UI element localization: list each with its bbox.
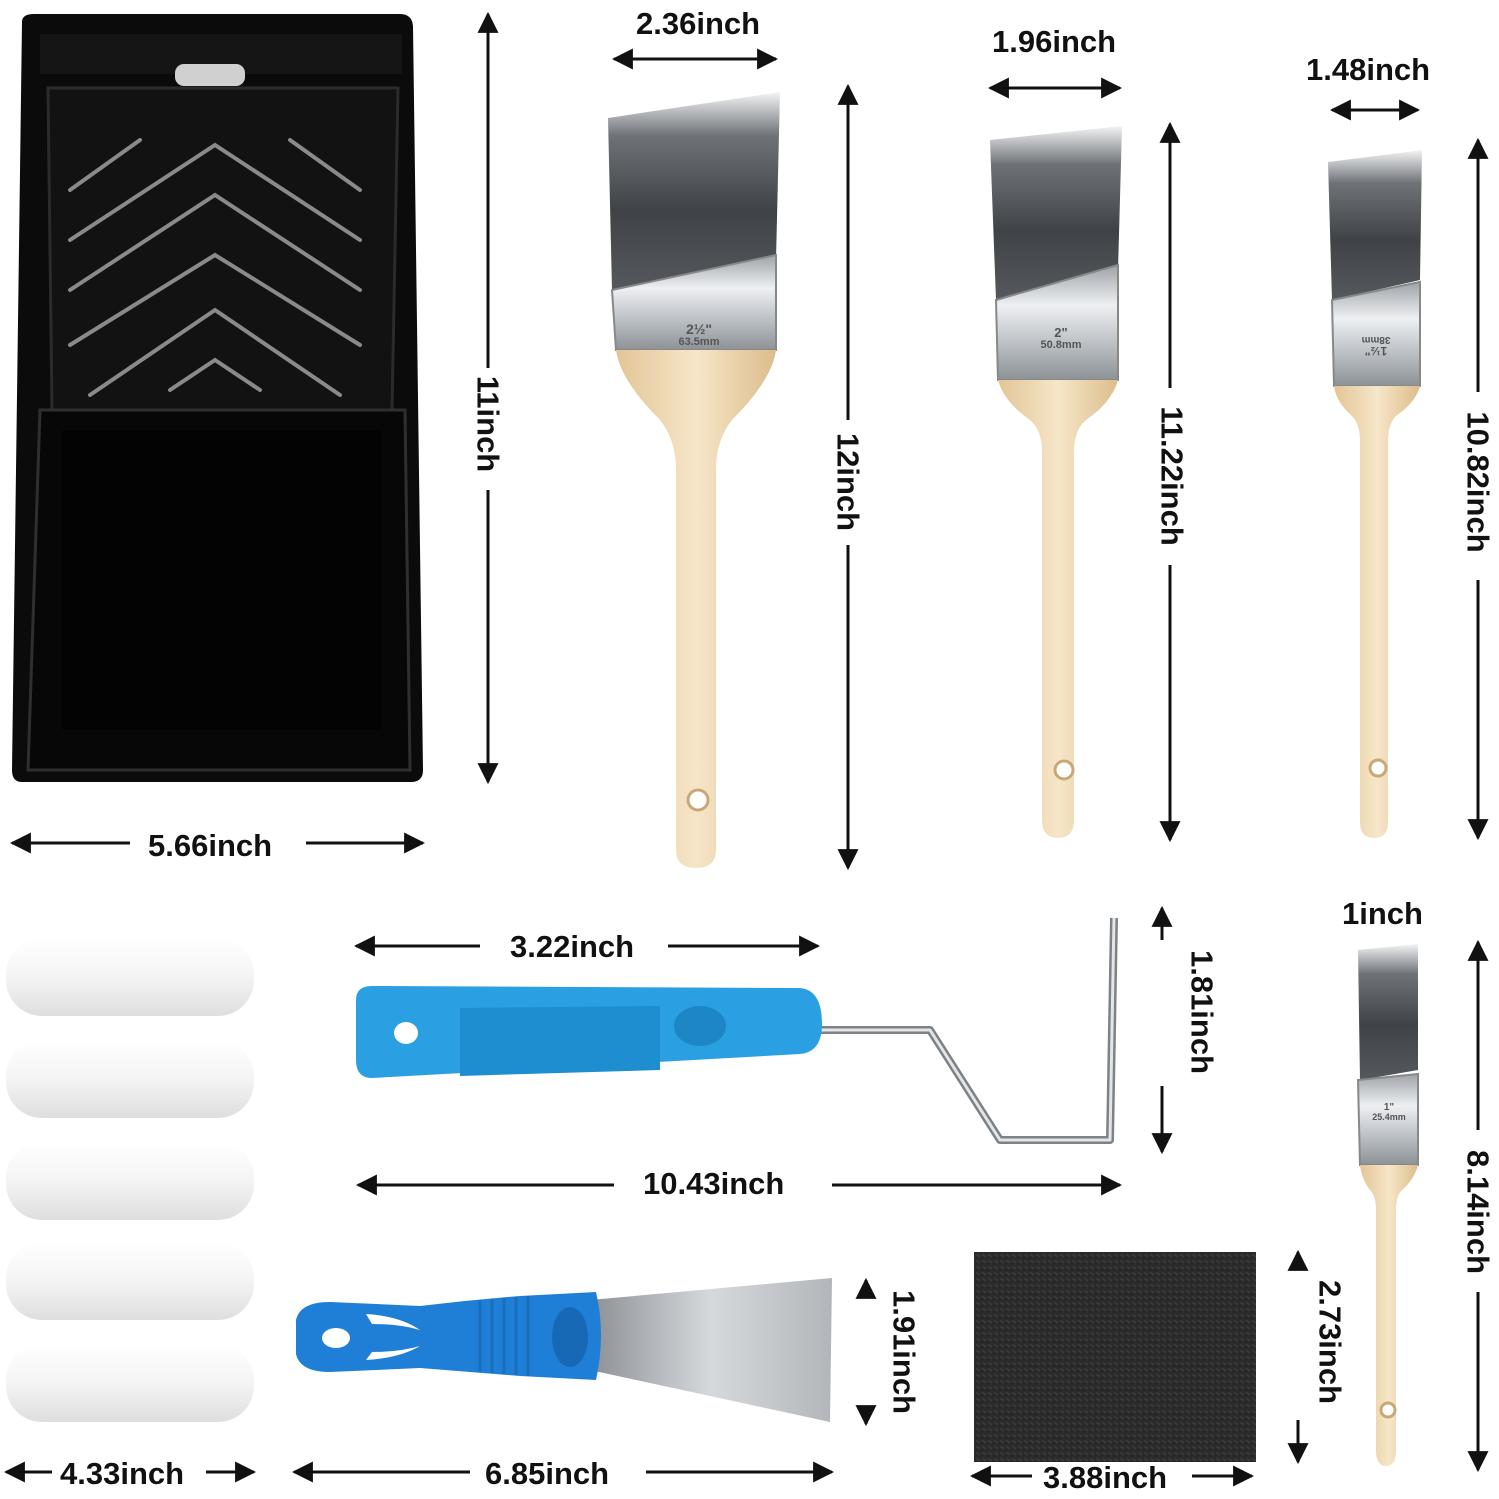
brush-large-stamp: 2½" 63.5mm xyxy=(664,322,734,348)
sanding-sponge xyxy=(974,1252,1256,1462)
brush-large-height-label: 12inch xyxy=(830,432,866,532)
sponge-height-label: 2.73inch xyxy=(1312,1279,1348,1405)
brush-medium xyxy=(990,126,1122,838)
brush-small xyxy=(1328,150,1422,838)
roller-handle-width-label: 3.22inch xyxy=(510,929,635,964)
brush-large-stamp-size: 2½" xyxy=(685,321,713,337)
brush-medium-stamp: 2" 50.8mm xyxy=(1026,326,1096,351)
brush-small-stamp: 1½" 38mm xyxy=(1346,334,1406,359)
brush-small-stamp-mm: 38mm xyxy=(1361,334,1391,346)
roller-height-label: 1.81inch xyxy=(1184,949,1220,1075)
brush-mini-stamp-size: 1" xyxy=(1383,1102,1395,1113)
dimension-arrows xyxy=(3,11,1489,1487)
roller-cover xyxy=(6,1142,254,1220)
brush-mini-width-label: 1inch xyxy=(1342,896,1423,931)
tray-width-label: 5.66inch xyxy=(148,828,273,863)
roller-cover xyxy=(6,1242,254,1320)
brush-mini-height-label: 8.14inch xyxy=(1460,1149,1496,1275)
brush-medium-stamp-mm: 50.8mm xyxy=(1040,338,1082,351)
roller-cover xyxy=(6,938,254,1016)
brush-medium-stamp-size: 2" xyxy=(1054,325,1068,340)
putty-scraper xyxy=(296,1278,832,1422)
roller-cover xyxy=(6,1344,254,1422)
brush-small-height-label: 10.82inch xyxy=(1460,411,1496,553)
paint-tray xyxy=(12,14,423,782)
tray-height-label: 11inch xyxy=(470,375,506,473)
brush-medium-height-label: 11.22inch xyxy=(1154,406,1190,546)
brush-mini xyxy=(1356,944,1419,1466)
brush-large xyxy=(608,92,780,868)
brush-large-stamp-mm: 63.5mm xyxy=(678,335,720,348)
scraper-length-label: 6.85inch xyxy=(485,1456,610,1491)
brush-small-width-label: 1.48inch xyxy=(1306,52,1431,87)
brush-mini-stamp-mm: 25.4mm xyxy=(1372,1112,1406,1122)
roller-length-label: 10.43inch xyxy=(643,1166,785,1201)
brush-large-width-label: 2.36inch xyxy=(636,6,761,41)
brush-medium-width-label: 1.96inch xyxy=(992,24,1117,59)
roller-cover xyxy=(6,1040,254,1118)
scraper-blade-width-label: 1.91inch xyxy=(886,1289,922,1415)
roller-cover-width-label: 4.33inch xyxy=(60,1456,185,1491)
brush-mini-stamp: 1" 25.4mm xyxy=(1362,1102,1416,1123)
sponge-width-label: 3.88inch xyxy=(1043,1460,1168,1495)
brush-small-stamp-size: 1½" xyxy=(1364,344,1388,359)
roller-frame xyxy=(356,917,1118,1144)
roller-covers xyxy=(6,938,254,1422)
